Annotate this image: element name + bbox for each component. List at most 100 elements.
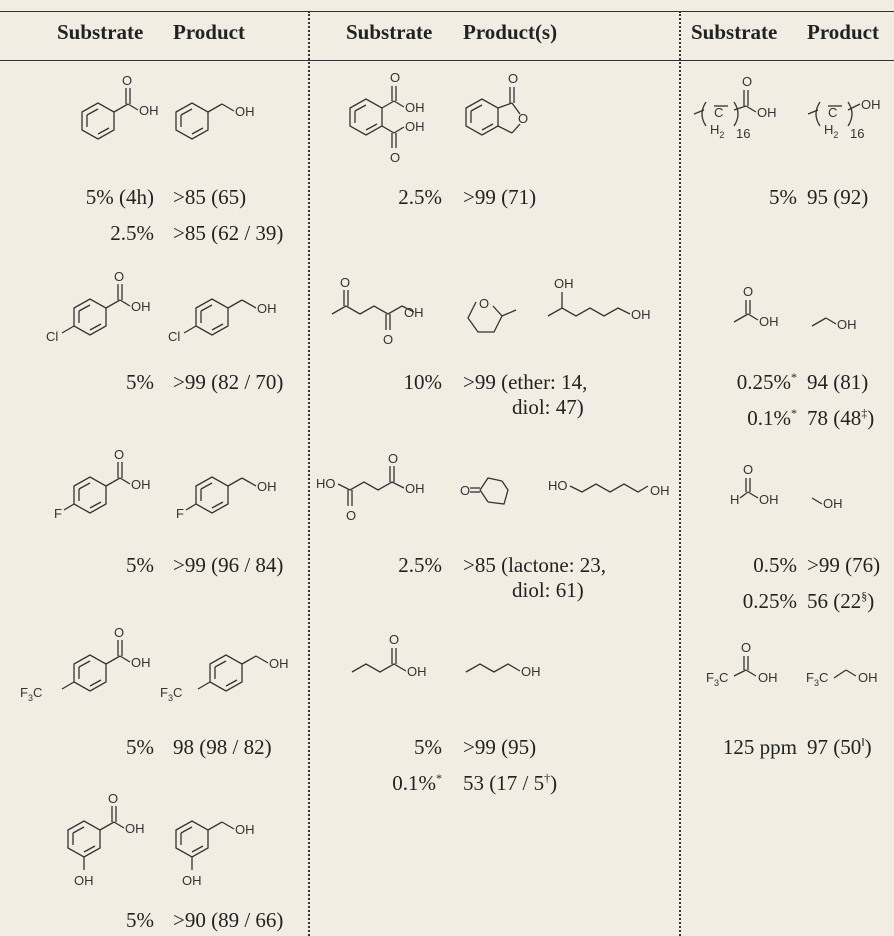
col3-r3-loading: 0.5% xyxy=(753,553,797,577)
svg-text:O: O xyxy=(122,73,132,88)
col3-r1-loading: 5% xyxy=(769,185,797,209)
col1-r1b-loading: 2.5% xyxy=(110,221,154,245)
svg-text:O: O xyxy=(346,508,356,523)
svg-text:OH: OH xyxy=(405,481,425,496)
structure-4-trifluoromethylbenzyl-alcohol: OH F3C xyxy=(160,654,289,703)
svg-text:HO: HO xyxy=(316,476,336,491)
col1-r2-loading: 5% xyxy=(126,370,154,394)
svg-text:OH: OH xyxy=(837,317,857,332)
structure-benzoic-acid: O OH xyxy=(81,73,159,140)
col2-r2-result-line2: diol: 47) xyxy=(512,395,584,419)
svg-text:O: O xyxy=(390,150,400,165)
svg-text:O: O xyxy=(390,70,400,85)
col1-r3-loading: 5% xyxy=(126,553,154,577)
svg-text:H2: H2 xyxy=(824,122,838,140)
svg-text:H: H xyxy=(730,492,739,507)
col1-r5-result: >90 (89 / 66) xyxy=(173,908,284,932)
structure-4-fluorobenzyl-alcohol: OH F xyxy=(176,476,277,521)
structure-trifluoroethanol: F3C OH xyxy=(806,669,878,688)
svg-text:OH: OH xyxy=(404,305,424,320)
svg-text:O: O xyxy=(114,447,124,462)
structure-formic-acid: O H OH xyxy=(730,462,779,507)
header-substrate-2: Substrate xyxy=(346,20,433,44)
svg-text:OH: OH xyxy=(521,664,541,679)
svg-text:OH: OH xyxy=(131,655,151,670)
svg-text:OH: OH xyxy=(269,656,289,671)
svg-text:OH: OH xyxy=(139,103,159,118)
svg-text:OH: OH xyxy=(650,483,670,498)
col1-r2-result: >99 (82 / 70) xyxy=(173,370,284,394)
col1-r4-result: 98 (98 / 82) xyxy=(173,735,272,759)
svg-text:OH: OH xyxy=(823,496,843,511)
header-product-1: Product xyxy=(173,20,245,44)
header-substrate-1: Substrate xyxy=(57,20,144,44)
header-product-3: Product xyxy=(807,20,879,44)
structure-levulinic-acid: O OH O xyxy=(331,275,424,347)
svg-text:16: 16 xyxy=(850,126,864,141)
svg-text:OH: OH xyxy=(235,104,255,119)
structure-4-trifluoromethylbenzoic-acid: O OH F3C xyxy=(20,625,151,703)
svg-text:O: O xyxy=(743,284,753,299)
structure-4-chlorobenzyl-alcohol: OH Cl xyxy=(168,298,277,344)
svg-text:OH: OH xyxy=(757,105,777,120)
structure-acetic-acid: O OH xyxy=(733,284,779,329)
col1-r1-result: >85 (65) xyxy=(173,185,247,209)
col3-r4-loading: 125 ppm xyxy=(722,735,797,759)
svg-text:OH: OH xyxy=(257,479,277,494)
col2-r4b-loading: 0.1%* xyxy=(392,771,442,795)
svg-text:F: F xyxy=(176,506,184,521)
structure-gamma-butyrolactone: O xyxy=(460,477,509,505)
svg-text:OH: OH xyxy=(257,301,277,316)
structure-benzyl-alcohol: OH xyxy=(175,102,255,140)
structure-3-hydroxybenzyl-alcohol: OH OH xyxy=(175,820,255,888)
svg-text:O: O xyxy=(741,640,751,655)
col2-r3-result: >85 (lactone: 23, xyxy=(463,553,607,577)
svg-text:OH: OH xyxy=(759,314,779,329)
col1-r1b-result: >85 (62 / 39) xyxy=(173,221,284,245)
svg-text:OH: OH xyxy=(631,307,651,322)
col2-r1-result: >99 (71) xyxy=(463,185,537,209)
svg-text:OH: OH xyxy=(405,100,425,115)
svg-text:OH: OH xyxy=(182,873,202,888)
col1-r4-loading: 5% xyxy=(126,735,154,759)
svg-text:OH: OH xyxy=(554,276,574,291)
svg-text:O: O xyxy=(479,296,489,311)
col3-r3b-result: 56 (22§) xyxy=(807,589,875,613)
svg-text:OH: OH xyxy=(74,873,94,888)
table-top-rule xyxy=(0,11,894,12)
structure-ethanol: OH xyxy=(811,317,857,332)
col3-r3-result: >99 (76) xyxy=(807,553,881,577)
structure-stearic-acid: C H2 16 O OH xyxy=(693,74,777,141)
svg-text:O: O xyxy=(518,111,528,126)
col3-r2b-result: 78 (48‡) xyxy=(807,406,875,430)
structure-2-methyltetrahydrofuran: O xyxy=(467,296,517,333)
svg-text:O: O xyxy=(508,71,518,86)
svg-text:OH: OH xyxy=(407,664,427,679)
svg-text:OH: OH xyxy=(759,492,779,507)
svg-text:OH: OH xyxy=(758,670,778,685)
col3-r2-result: 94 (81) xyxy=(807,370,869,394)
svg-text:O: O xyxy=(743,462,753,477)
header-substrate-3: Substrate xyxy=(691,20,778,44)
structure-4-chlorobenzoic-acid: O OH Cl xyxy=(46,269,151,344)
column-divider-1 xyxy=(308,11,310,936)
col2-r3-loading: 2.5% xyxy=(398,553,442,577)
col3-r1-result: 95 (92) xyxy=(807,185,869,209)
column-divider-2 xyxy=(679,11,681,936)
svg-text:OH: OH xyxy=(858,670,878,685)
col2-r4-result: >99 (95) xyxy=(463,735,537,759)
col1-r1-loading: 5% (4h) xyxy=(85,185,154,209)
structure-phthalide: O O xyxy=(465,71,528,136)
svg-text:OH: OH xyxy=(235,822,255,837)
structure-1-4-pentanediol: OH OH xyxy=(547,276,651,322)
svg-text:O: O xyxy=(388,451,398,466)
structure-butyric-acid: O OH xyxy=(351,632,427,679)
structure-1-butanol: OH xyxy=(465,663,541,679)
col2-r4-loading: 5% xyxy=(414,735,442,759)
col3-r3b-loading: 0.25% xyxy=(742,589,797,613)
svg-text:Cl: Cl xyxy=(168,329,180,344)
col2-r2-result: >99 (ether: 14, xyxy=(463,370,588,394)
col2-r4b-result: 53 (17 / 5†) xyxy=(463,771,558,795)
header-products-2: Product(s) xyxy=(463,20,558,44)
structure-phthalic-acid: O OH OH O xyxy=(349,70,425,165)
